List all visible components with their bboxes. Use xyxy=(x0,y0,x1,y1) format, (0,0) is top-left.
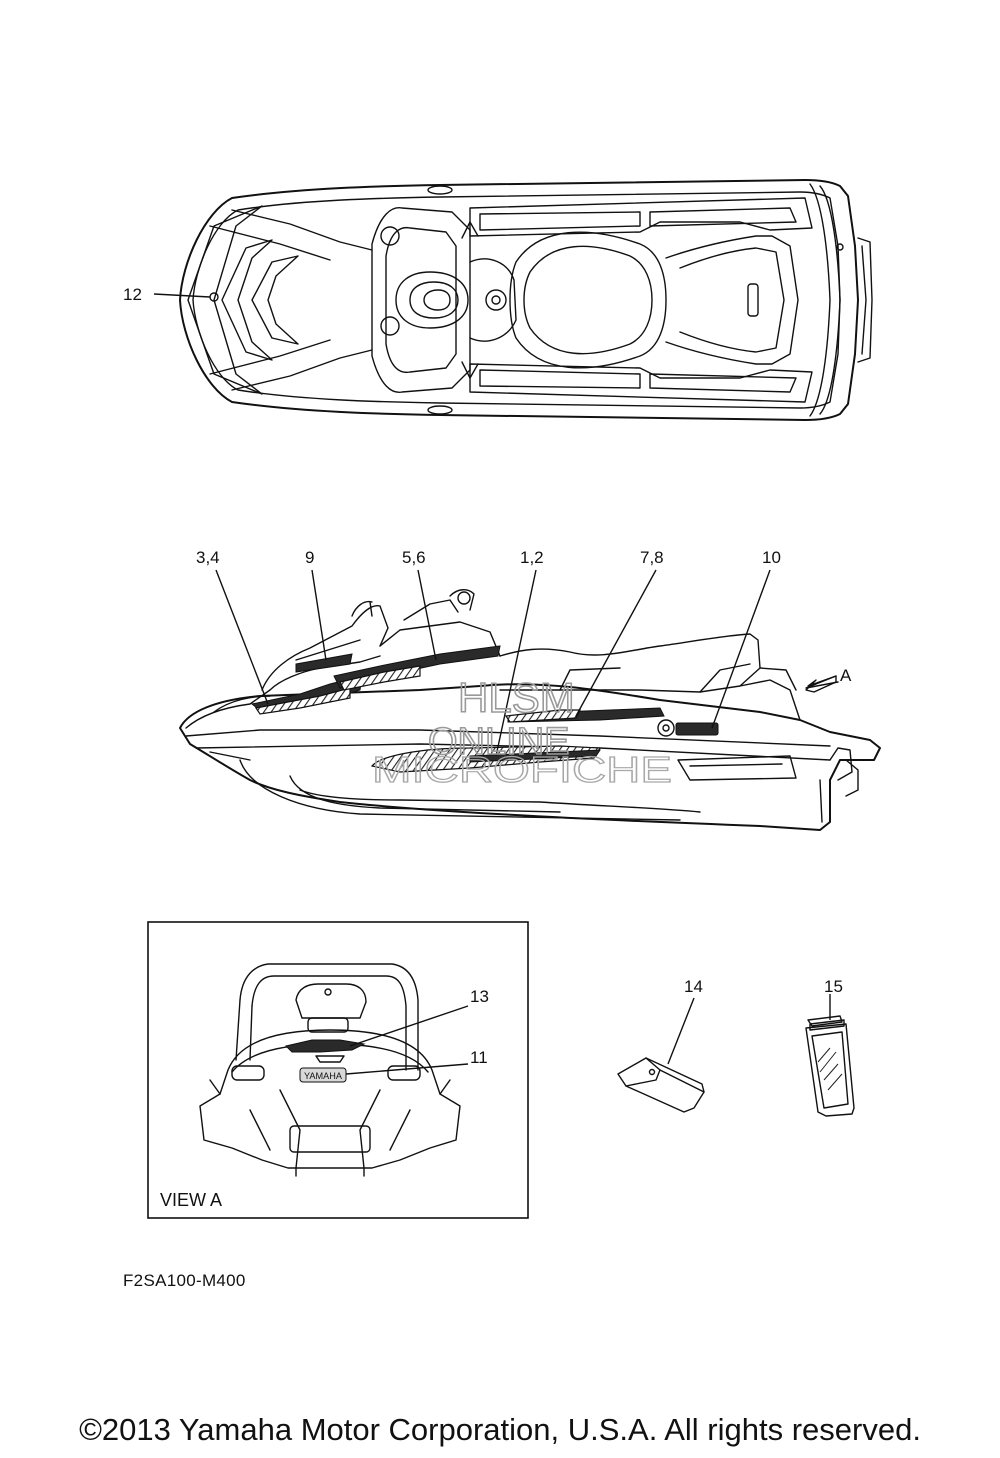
callout-5-6: 5,6 xyxy=(402,548,426,567)
part-14-pouch xyxy=(617,997,705,1113)
decal-11-brand: YAMAHA xyxy=(304,1071,342,1081)
callout-13: 13 xyxy=(470,987,489,1006)
callout-9: 9 xyxy=(305,548,314,567)
callout-a: A xyxy=(840,666,852,685)
watermark-line-1: HLSM xyxy=(458,674,575,721)
watermark-line-3: MICROFICHE xyxy=(372,749,672,790)
view-a-frame xyxy=(147,921,529,1219)
part-code: F2SA100-M400 xyxy=(123,1271,246,1290)
part-15-bag xyxy=(805,994,855,1117)
callout-12: 12 xyxy=(123,285,142,304)
callout-7-8: 7,8 xyxy=(640,548,664,567)
callout-1-2: 1,2 xyxy=(520,548,544,567)
callout-14: 14 xyxy=(684,977,703,996)
callout-15: 15 xyxy=(824,977,843,996)
view-a-label: VIEW A xyxy=(160,1190,223,1210)
callout-11: 11 xyxy=(470,1048,488,1067)
callout-3-4: 3,4 xyxy=(196,548,220,567)
watermark-line-2: ONLINE xyxy=(428,721,569,763)
callout-10: 10 xyxy=(762,548,781,567)
side-view-watercraft xyxy=(179,569,881,831)
copyright-notice: ©2013 Yamaha Motor Corporation, U.S.A. A… xyxy=(79,1412,921,1447)
view-a-rear-watercraft: YAMAHA xyxy=(199,963,469,1177)
watermark: HLSM ONLINE MICROFICHE xyxy=(371,673,672,790)
top-view-watercraft xyxy=(153,179,873,421)
